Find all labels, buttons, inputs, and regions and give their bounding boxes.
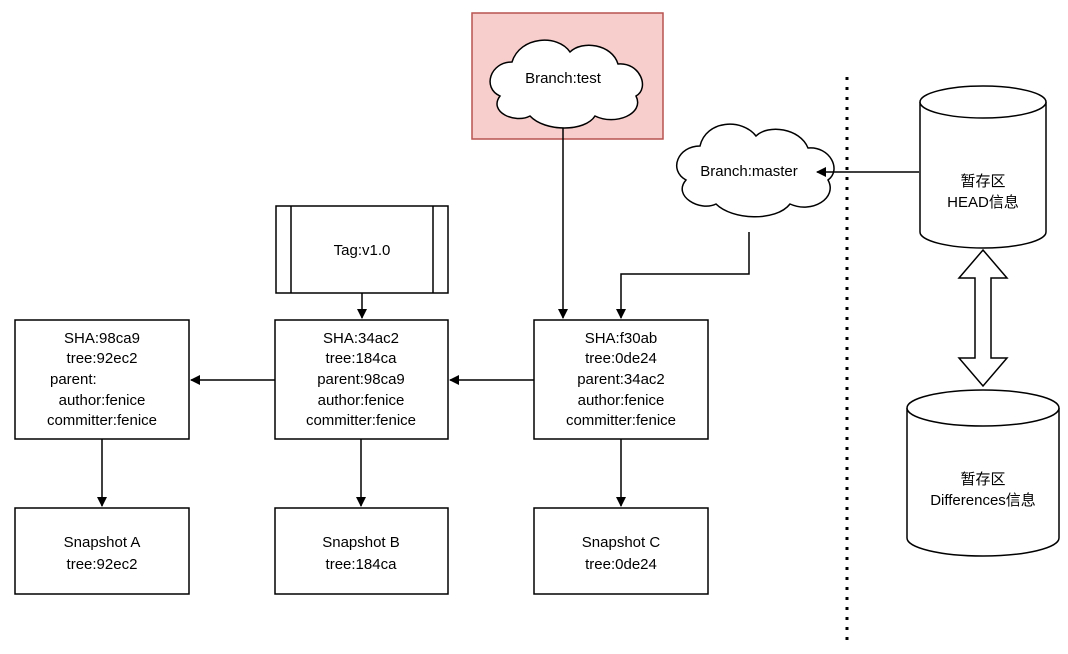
commit-line: parent:	[50, 371, 97, 388]
commit-line: tree:184ca	[326, 350, 398, 367]
commit-line: author:fenice	[318, 392, 405, 409]
head-store-line2: HEAD信息	[947, 194, 1019, 211]
snapshot-b: Snapshot B tree:184ca	[274, 507, 449, 595]
snapshot-tree: tree:184ca	[326, 556, 398, 573]
commit-line: author:fenice	[578, 392, 665, 409]
commit-line: tree:0de24	[585, 350, 657, 367]
branch-test-label: Branch:test	[525, 70, 602, 87]
branch-master-label: Branch:master	[700, 163, 798, 180]
snapshot-title: Snapshot A	[64, 534, 141, 551]
head-store-line1: 暂存区	[960, 173, 1005, 190]
snapshot-title: Snapshot B	[322, 534, 400, 551]
snapshot-tree: tree:0de24	[585, 556, 657, 573]
commit-line: author:fenice	[59, 392, 146, 409]
tag-label: Tag:v1.0	[334, 242, 391, 259]
head-store-cylinder: 暂存区 HEAD信息	[919, 85, 1047, 249]
snapshot-a: Snapshot A tree:92ec2	[14, 507, 190, 595]
snapshot-tree: tree:92ec2	[67, 556, 138, 573]
sync-double-arrow	[957, 248, 1009, 388]
branch-master-arrow	[616, 232, 750, 319]
diff-store-line1: 暂存区	[960, 471, 1005, 488]
commit-line: SHA:f30ab	[585, 330, 658, 347]
commit-line: parent:98ca9	[317, 371, 405, 388]
commit-line: SHA:98ca9	[64, 330, 140, 347]
snapshot-title: Snapshot C	[582, 534, 661, 551]
commit-line: SHA:34ac2	[323, 330, 399, 347]
commit-line: tree:92ec2	[67, 350, 138, 367]
diff-store-cylinder: 暂存区 Differences信息	[906, 389, 1060, 557]
commit-line: committer:fenice	[306, 412, 416, 429]
commit-node-34ac2: SHA:34ac2 tree:184ca parent:98ca9 author…	[274, 319, 449, 440]
snapshot-c: Snapshot C tree:0de24	[533, 507, 709, 595]
commit-node-98ca9: SHA:98ca9 tree:92ec2 parent: author:feni…	[14, 319, 190, 440]
commit-line: committer:fenice	[47, 412, 157, 429]
tag-box: Tag:v1.0	[275, 205, 449, 294]
branch-master-cloud: Branch:master	[675, 123, 835, 218]
diff-store-line2: Differences信息	[930, 492, 1036, 509]
commit-line: parent:34ac2	[577, 371, 665, 388]
commit-node-f30ab: SHA:f30ab tree:0de24 parent:34ac2 author…	[533, 319, 709, 440]
commit-line: committer:fenice	[566, 412, 676, 429]
branch-test-cloud: Branch:test	[489, 39, 644, 129]
